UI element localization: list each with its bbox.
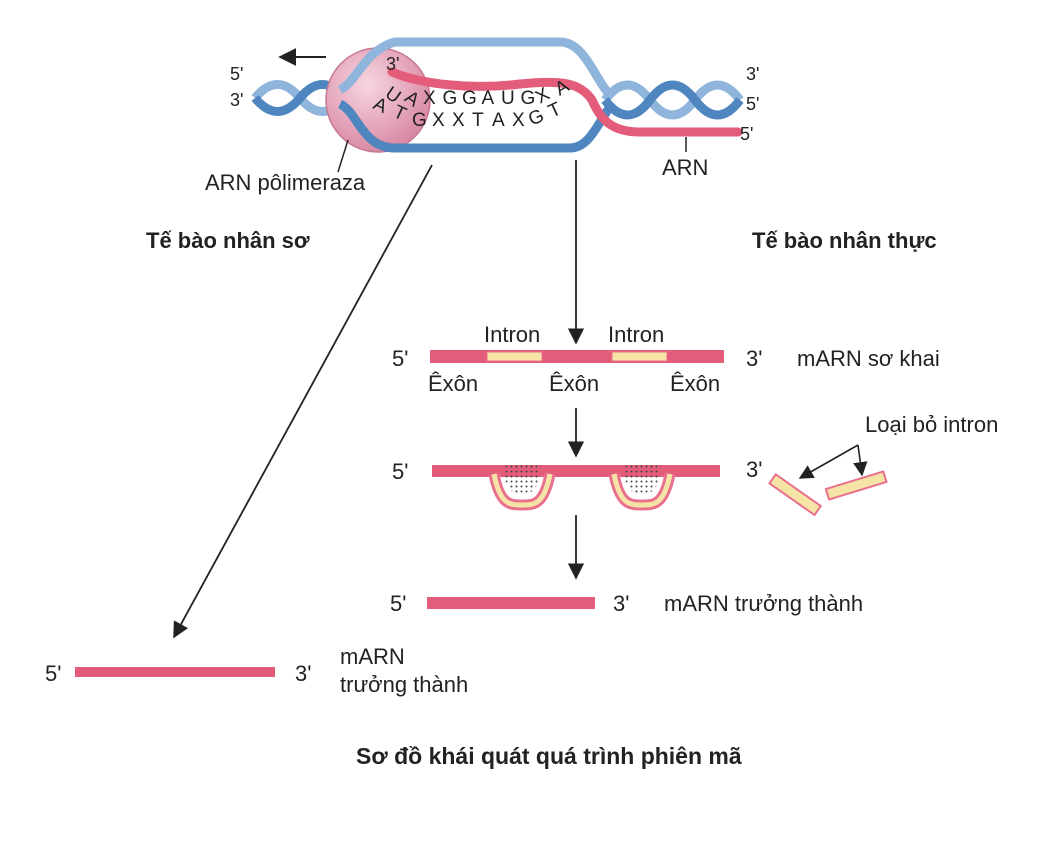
splicing-3prime: 3' [746, 457, 762, 482]
dna-base-3: X [432, 110, 445, 131]
exon-label-1: Êxôn [428, 371, 478, 396]
prokaryote-arrow [173, 164, 433, 639]
diagram-caption: Sơ đồ khái quát quá trình phiên mã [356, 743, 742, 769]
dna-base-4: X [452, 110, 465, 131]
dna-base-2: G [412, 110, 427, 131]
eukaryote-heading: Tế bào nhân thực [752, 228, 937, 253]
intron-1 [486, 351, 543, 362]
splicing-step: 5' 3' Loại bỏ intron [392, 412, 998, 517]
dna-right-helix-strand-a [601, 80, 744, 120]
removed-intron-pointer-2 [853, 444, 868, 477]
eukaryote-mrna-3prime: 3' [613, 591, 629, 616]
eukaryote-mrna-bar [427, 597, 595, 609]
prokaryote-heading: Tế bào nhân sơ [146, 228, 310, 253]
exon-label-3: Êxôn [670, 371, 720, 396]
rna-base-5: A [482, 88, 495, 109]
dna-base-5: T [472, 110, 484, 131]
rna-base-3: G [443, 88, 458, 109]
eukaryote-mature-mrna: 5' 3' mARN trưởng thành [390, 591, 863, 616]
splicing-mrna-bar [432, 465, 720, 477]
dna-coding-bottom-strand [337, 99, 616, 153]
top-left-5prime: 5' [230, 64, 243, 84]
intron-2 [611, 351, 668, 362]
rna-base-2: X [423, 88, 436, 109]
top-right-3prime: 3' [746, 64, 759, 84]
eukaryote-mrna-5prime: 5' [390, 591, 406, 616]
exon-label-2: Êxôn [549, 371, 599, 396]
intron-label-1: Intron [484, 322, 540, 347]
top-right-5prime-dna: 5' [746, 94, 759, 114]
top-right-5prime-rna: 5' [740, 124, 753, 144]
rna-base-7: G [521, 88, 536, 109]
removed-intron-pointer-1 [798, 444, 859, 479]
pre-mrna-5prime: 5' [392, 346, 408, 371]
pre-mrna-3prime: 3' [746, 346, 762, 371]
prokaryote-mature-mrna: 5' 3' mARN trưởng thành [45, 644, 468, 697]
dna-base-9: T [545, 98, 565, 122]
top-left-3prime: 3' [230, 90, 243, 110]
removed-intron-1 [768, 473, 823, 517]
rna-label: ARN [662, 155, 708, 180]
prokaryote-mrna-3prime: 3' [295, 661, 311, 686]
splicing-5prime: 5' [392, 459, 408, 484]
removed-intron-2 [824, 470, 888, 501]
rna-base-4: G [462, 88, 477, 109]
removed-intron-label: Loại bỏ intron [865, 412, 998, 437]
intron-loop-1-dots [503, 465, 541, 494]
eukaryote-mrna-label: mARN trưởng thành [664, 591, 863, 616]
polymerase-leader-line [337, 139, 349, 173]
prokaryote-mrna-5prime: 5' [45, 661, 61, 686]
rna-base-6: U [501, 88, 515, 109]
dna-base-8: G [525, 105, 547, 130]
prokaryote-mrna-label-line1: mARN [340, 644, 405, 669]
intron-loop-2-dots [623, 465, 661, 494]
dna-base-7: X [512, 110, 525, 131]
prokaryote-mrna-label-line2: trưởng thành [340, 672, 468, 697]
polymerase-label: ARN pôlimeraza [205, 170, 366, 195]
dna-base-6: A [492, 110, 505, 131]
dna-template-top-strand [337, 37, 614, 99]
dna-right-helix-strand-b [601, 80, 744, 120]
pre-mrna: 5' 3' mARN sơ khai Intron Intron Êxôn Êx… [392, 322, 940, 396]
bubble-3prime: 3' [386, 54, 399, 74]
pre-mrna-label: mARN sơ khai [797, 346, 940, 371]
intron-label-2: Intron [608, 322, 664, 347]
prokaryote-mrna-bar [75, 667, 275, 677]
rna-transcript-strand [387, 67, 743, 137]
pre-mrna-bar [430, 350, 724, 363]
